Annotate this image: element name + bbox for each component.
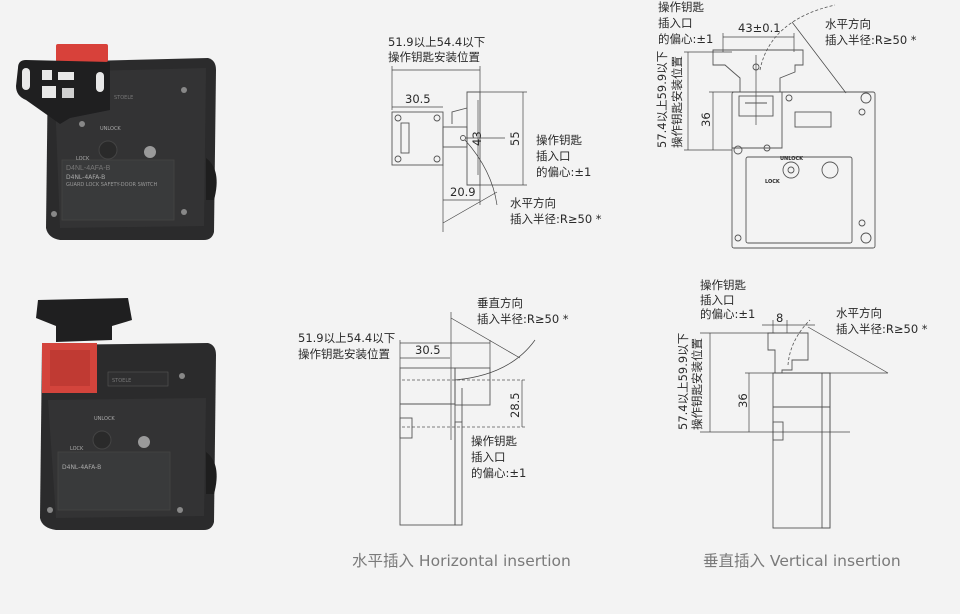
offset-label-3: 的偏心:±1 — [471, 466, 527, 480]
photo-brand-text-bottom: STOELE — [112, 378, 132, 384]
photo-model-text: D4NL-4AFA-B — [66, 174, 106, 181]
caption-horizontal-insertion: 水平插入 Horizontal insertion — [352, 552, 571, 570]
radius-label-1: 水平方向 — [825, 17, 871, 31]
offset-label-3: 的偏心:±1 — [536, 165, 592, 179]
horizontal-insertion-side-view — [399, 312, 536, 526]
dim-55: 55 — [508, 131, 522, 146]
offset-label-1: 操作钥匙 — [658, 0, 704, 14]
dim-36: 36 — [699, 112, 713, 127]
caption-vertical-insertion: 垂直插入 Vertical insertion — [703, 552, 901, 570]
dim-8: 8 — [776, 311, 784, 325]
dim-20-9: 20.9 — [450, 185, 476, 199]
photo-brand-text: STOELE — [114, 95, 134, 101]
horizontal-insertion-top-view — [391, 66, 527, 232]
photo-subtitle-text: GUARD LOCK SAFETY-DOOR SWITCH — [66, 182, 158, 188]
lock-label: LOCK — [765, 179, 780, 185]
dim-36: 36 — [736, 393, 750, 408]
unlock-label: UNLOCK — [780, 156, 804, 162]
mount-range-label: 57.4以上59.9以下 — [655, 50, 669, 148]
mount-position-label: 操作钥匙安装位置 — [690, 338, 704, 430]
mount-position-label: 操作钥匙安装位置 — [670, 56, 684, 148]
mount-range-label: 51.9以上54.4以下 — [298, 331, 396, 345]
mount-position-label: 操作钥匙安装位置 — [388, 50, 480, 64]
offset-label-2: 插入口 — [471, 450, 506, 464]
photo-unlock-label-bottom: UNLOCK — [94, 416, 115, 422]
mount-range-label: 57.4以上59.9以下 — [676, 332, 690, 430]
product-photo-bottom — [36, 298, 217, 530]
radius-label-2: 插入半径:R≥50 * — [477, 312, 569, 326]
offset-label-2: 插入口 — [700, 293, 735, 307]
radius-label-2: 插入半径:R≥50 * — [825, 33, 917, 47]
radius-label-1: 垂直方向 — [477, 296, 523, 310]
product-photo-top: D4NL-4AFA-B — [16, 44, 217, 240]
radius-label-2: 插入半径:R≥50 * — [836, 322, 928, 336]
offset-label-1: 操作钥匙 — [700, 278, 746, 292]
photo-model-text-bottom: D4NL-4AFA-B — [62, 464, 102, 471]
photo-model-label: D4NL-4AFA-B — [66, 165, 111, 172]
offset-label-3: 的偏心:±1 — [658, 32, 714, 46]
dim-30-5: 30.5 — [405, 92, 431, 106]
dim-43-tolerance: 43±0.1 — [738, 21, 781, 35]
mount-range-label: 51.9以上54.4以下 — [388, 35, 486, 49]
radius-label-1: 水平方向 — [836, 306, 882, 320]
dim-43: 43 — [470, 131, 484, 146]
dim-28-5: 28.5 — [508, 392, 522, 418]
radius-label-2: 插入半径:R≥50 * — [510, 212, 602, 226]
radius-label-1: 水平方向 — [510, 196, 556, 210]
photo-unlock-label: UNLOCK — [100, 126, 121, 132]
photo-lock-label: LOCK — [76, 156, 90, 162]
offset-label-2: 插入口 — [536, 149, 571, 163]
mount-position-label: 操作钥匙安装位置 — [298, 347, 390, 361]
offset-label-1: 操作钥匙 — [471, 434, 517, 448]
vertical-insertion-side-view — [700, 319, 889, 529]
offset-label-2: 插入口 — [658, 16, 693, 30]
offset-label-1: 操作钥匙 — [536, 133, 582, 147]
vertical-insertion-top-view — [684, 4, 876, 249]
photo-lock-label-bottom: LOCK — [70, 446, 84, 452]
offset-label-3: 的偏心:±1 — [700, 307, 756, 321]
dim-30-5: 30.5 — [415, 343, 441, 357]
